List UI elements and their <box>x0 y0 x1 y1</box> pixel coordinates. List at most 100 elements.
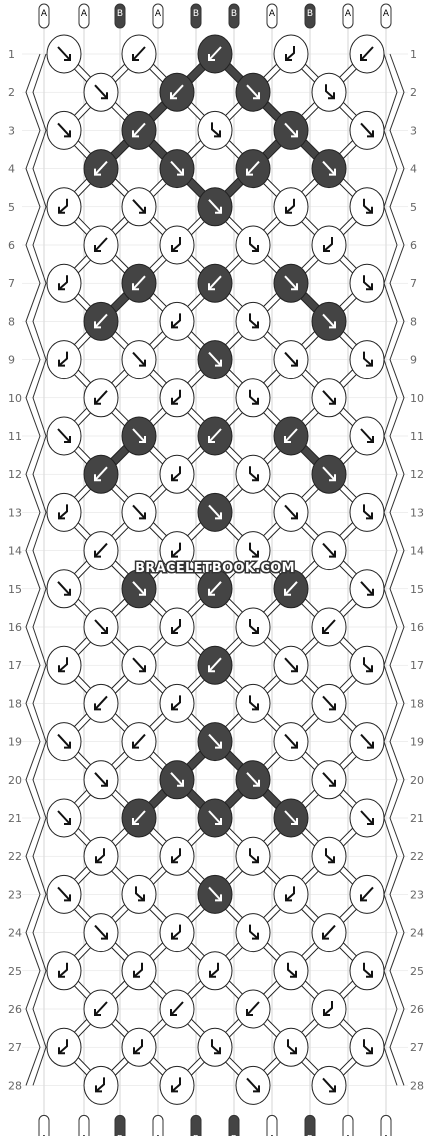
strand-end-bottom <box>190 1114 202 1136</box>
arrow-head <box>367 588 374 596</box>
arrow-head <box>171 474 178 482</box>
arrow-head <box>208 588 215 596</box>
arrow-head <box>64 818 71 825</box>
knot-circle <box>46 951 82 991</box>
arrow-head <box>291 512 298 520</box>
strand-label: A <box>383 1134 390 1136</box>
row-number-right: 7 <box>410 277 417 290</box>
arrow-shaft <box>284 428 298 443</box>
arrow-head <box>366 665 373 673</box>
arrow-shaft <box>323 1001 333 1016</box>
arrow-head <box>252 245 259 252</box>
row-number-right: 26 <box>410 1003 424 1016</box>
arrow-head <box>101 779 108 787</box>
row-number-left: 27 <box>8 1041 22 1054</box>
row-number-left: 10 <box>8 392 22 405</box>
arrow-shaft <box>94 237 108 252</box>
arrow-shaft <box>57 810 71 825</box>
arrow-head <box>170 92 177 100</box>
arrow-head <box>329 168 336 176</box>
knot <box>273 874 309 914</box>
strand-end-top <box>78 3 90 29</box>
knot-circle <box>273 187 309 227</box>
arrow-head <box>253 779 260 787</box>
arrow-shaft <box>132 504 146 520</box>
arrow-shaft <box>57 46 71 61</box>
knot <box>197 722 233 762</box>
arrow-head <box>329 321 336 329</box>
strand-label: B <box>117 9 123 19</box>
arrow-shaft <box>363 504 373 520</box>
arrow-shaft <box>284 504 298 520</box>
row-number-left: 21 <box>8 812 22 825</box>
arrow-shaft <box>132 351 146 367</box>
knot <box>349 798 385 838</box>
arrow-head <box>95 1085 102 1093</box>
arrow-shaft <box>363 962 373 978</box>
arrow-head <box>177 168 184 176</box>
row-number-left: 11 <box>8 430 22 443</box>
row-number-right: 1 <box>410 48 417 61</box>
arrow-head <box>208 54 215 61</box>
knot <box>311 72 347 112</box>
row-number-right: 25 <box>410 965 424 978</box>
knot <box>197 492 233 532</box>
arrow-shaft <box>360 810 374 825</box>
strand-label: A <box>155 1134 162 1136</box>
knot <box>311 531 347 571</box>
arrow-shaft <box>58 504 68 520</box>
arrow-head <box>64 130 71 138</box>
arrow-shaft <box>363 657 373 672</box>
row-number-left: 23 <box>8 888 22 901</box>
arrow-shaft <box>322 390 336 405</box>
knot-circle <box>235 225 271 265</box>
knot <box>121 263 157 303</box>
arrow-head <box>58 359 65 367</box>
strand-label: B <box>307 9 313 19</box>
arrow-head <box>360 894 367 902</box>
knot <box>235 225 271 265</box>
strand-end-bottom <box>304 1114 316 1136</box>
arrow-head <box>291 741 298 749</box>
knot <box>273 492 309 532</box>
arrow-head <box>132 54 139 61</box>
row-number-right: 9 <box>410 354 417 367</box>
arrow-head <box>132 818 139 825</box>
arrow-head <box>323 245 330 252</box>
knot <box>273 340 309 380</box>
arrow-head <box>215 894 222 902</box>
arrow-shaft <box>325 848 335 863</box>
knot-circle <box>159 836 195 876</box>
arrow-head <box>366 970 373 978</box>
knot <box>311 836 347 876</box>
knot <box>197 569 233 609</box>
knot <box>46 340 82 380</box>
knot-circle <box>311 989 347 1029</box>
arrow-shaft <box>171 542 181 558</box>
strand-end-top <box>38 3 50 29</box>
knot <box>311 607 347 647</box>
arrow-head <box>58 512 65 520</box>
arrow-head <box>322 627 329 634</box>
knot <box>121 34 157 74</box>
knot <box>235 149 271 189</box>
arrow-head <box>95 856 102 864</box>
arrow-head <box>290 1047 297 1055</box>
strand-end-bottom <box>380 1114 392 1136</box>
arrow-head <box>171 397 178 405</box>
arrow-shaft <box>94 466 108 481</box>
strand-label: A <box>155 9 162 19</box>
knot <box>46 569 82 609</box>
arrow-shaft <box>208 886 222 902</box>
arrow-shaft <box>249 695 259 711</box>
knot <box>197 798 233 838</box>
arrow-head <box>360 54 367 61</box>
knot <box>159 989 195 1029</box>
arrow-head <box>291 818 298 825</box>
row-number-right: 16 <box>410 621 424 634</box>
arrow-head <box>328 856 335 864</box>
knot <box>197 951 233 991</box>
knot <box>83 225 119 265</box>
knot <box>46 492 82 532</box>
arrow-shaft <box>246 160 260 176</box>
